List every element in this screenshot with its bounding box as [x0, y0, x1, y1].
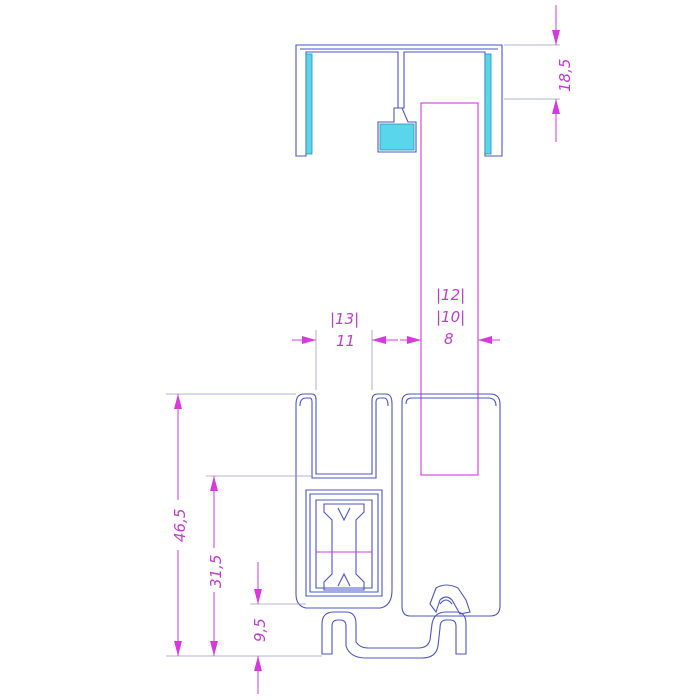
dim-right-width-label-b: |10| [436, 308, 465, 326]
dim-height-total-label: 46,5 [171, 509, 189, 542]
bottom-profile [295, 393, 501, 659]
top-rail-left-seal [305, 53, 313, 155]
dim-top-height-label: 18,5 [556, 59, 574, 92]
dim-right-width-label-a: |12| [436, 286, 465, 304]
panel-outline [420, 102, 479, 476]
dim-height-total: 46,5 [166, 393, 322, 657]
top-rail-guide-seal [379, 123, 415, 151]
dim-right-width-label-c: 8 [444, 330, 454, 348]
top-rail-right-seal [484, 53, 492, 155]
dim-top-height: 18,5 [504, 5, 574, 142]
dim-height-mid: 31,5 [206, 475, 312, 656]
top-rail-profile [295, 44, 503, 157]
dim-left-width-label-b: 11 [336, 332, 355, 350]
dim-left-width: |13| 11 [292, 310, 398, 390]
dim-height-low-label: 9,5 [251, 618, 269, 642]
dim-height-low: 9,5 [250, 562, 306, 694]
dim-left-width-label-a: |13| [330, 310, 359, 328]
dim-right-width: |12| |10| 8 [400, 286, 500, 348]
dim-height-mid-label: 31,5 [207, 555, 225, 588]
